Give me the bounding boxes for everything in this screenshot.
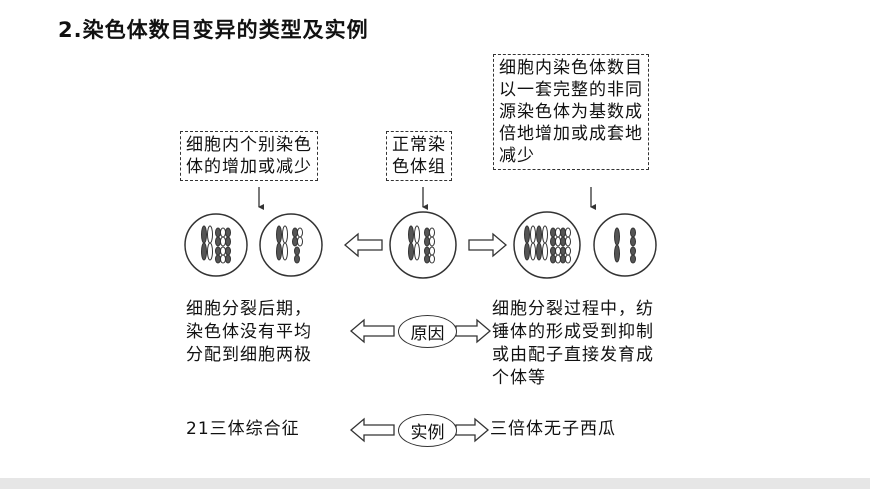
chromosome <box>408 225 414 244</box>
hollow-arrow-cause-left <box>349 318 395 344</box>
chromosome <box>408 242 414 261</box>
chromosome <box>292 227 298 238</box>
chromosome <box>276 242 282 261</box>
chromosome <box>414 225 420 244</box>
chromosome <box>225 236 231 247</box>
chromosome <box>550 227 556 238</box>
box-normal-set: 正常染 色体组 <box>386 131 452 181</box>
chromosome <box>555 246 561 256</box>
chromosome <box>282 225 288 244</box>
chromosome <box>429 246 435 256</box>
chromosome <box>220 254 226 264</box>
hollow-arrow-example-right <box>455 417 490 443</box>
chromosome <box>524 225 530 244</box>
chromosome <box>282 242 288 261</box>
bottom-bar <box>0 478 870 489</box>
chromosome <box>555 236 561 247</box>
chromosome <box>297 227 303 238</box>
chromosome <box>424 227 430 238</box>
cell-monosomy <box>259 213 323 277</box>
hollow-arrow-to-polyploid <box>468 232 508 258</box>
chromosome <box>225 254 231 264</box>
chromosome <box>630 236 636 247</box>
chromosome <box>297 236 303 247</box>
chromosome <box>201 242 207 261</box>
chromosome <box>424 246 430 256</box>
chromosome <box>530 225 536 244</box>
chromosome <box>524 242 530 261</box>
box-individual-change: 细胞内个别染色 体的增加或减少 <box>180 131 318 181</box>
example-oval: 实例 <box>398 414 457 447</box>
chromosome <box>220 227 226 238</box>
chromosome <box>630 254 636 264</box>
chromosome <box>630 227 636 238</box>
chromosome <box>429 236 435 247</box>
chromosome <box>424 254 430 264</box>
page-title: 2.染色体数目变异的类型及实例 <box>58 18 369 42</box>
chromosome <box>215 246 221 256</box>
chromosome <box>414 242 420 261</box>
cell-haploid <box>593 213 657 277</box>
chromosome <box>207 225 213 244</box>
chromosome <box>215 236 221 247</box>
chromosome <box>294 254 300 264</box>
example-right-text: 三倍体无子西瓜 <box>490 419 616 439</box>
chromosome <box>560 236 566 247</box>
chromosome <box>207 242 213 261</box>
chromosome <box>565 227 571 238</box>
chromosome <box>630 246 636 256</box>
chromosome <box>614 244 620 263</box>
chromosome <box>429 227 435 238</box>
chromosome <box>565 236 571 247</box>
chromosome <box>550 236 556 247</box>
chromosome <box>220 236 226 247</box>
chromosome <box>220 246 226 256</box>
chromosome <box>542 242 548 261</box>
chromosome <box>215 254 221 264</box>
chromosome <box>560 246 566 256</box>
chromosome <box>530 242 536 261</box>
hollow-arrow-cause-right <box>455 318 492 344</box>
chromosome <box>276 225 282 244</box>
chromosome <box>536 242 542 261</box>
chromosome <box>550 246 556 256</box>
chromosome <box>614 227 620 246</box>
chromosome <box>292 236 298 247</box>
chromosome <box>201 225 207 244</box>
hollow-arrow-example-left <box>349 417 395 443</box>
example-left-text: 21三体综合征 <box>186 419 300 439</box>
chromosome <box>550 254 556 264</box>
chromosome <box>565 246 571 256</box>
chromosome <box>542 225 548 244</box>
cause-left-text: 细胞分裂后期， 染色体没有平均 分配到细胞两极 <box>186 299 312 365</box>
hollow-arrow-to-aneuploid <box>343 232 383 258</box>
chromosome <box>536 225 542 244</box>
chromosome <box>294 246 300 256</box>
chromosome <box>555 254 561 264</box>
chromosome <box>215 227 221 238</box>
chromosome <box>555 227 561 238</box>
chromosome <box>560 227 566 238</box>
chromosome <box>560 254 566 264</box>
cause-oval: 原因 <box>398 315 457 348</box>
cause-right-text: 细胞分裂过程中，纺 锤体的形成受到抑制 或由配子直接发育成 个体等 <box>492 299 654 388</box>
cell-normal <box>389 211 457 279</box>
chromosome <box>565 254 571 264</box>
chromosome <box>225 227 231 238</box>
chromosome <box>424 236 430 247</box>
chromosome <box>225 246 231 256</box>
chromosome <box>429 254 435 264</box>
box-set-change: 细胞内染色体数目 以一套完整的非同 源染色体为基数成 倍地增加或成套地 减少 <box>493 54 649 170</box>
